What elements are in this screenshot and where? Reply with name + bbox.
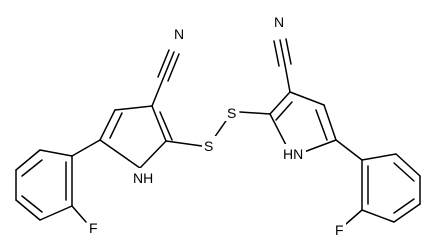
right-fluorophenyl-ring	[335, 139, 421, 225]
bond	[279, 39, 286, 66]
bond	[15, 149, 41, 171]
bond	[71, 139, 101, 157]
atom-label-N-right: N	[274, 14, 284, 30]
bond	[21, 159, 43, 177]
bond	[275, 101, 293, 121]
right-pyrrole-ring	[239, 91, 337, 153]
bond	[99, 109, 116, 141]
atom-label-F-right: F	[335, 222, 344, 238]
bond	[323, 104, 337, 141]
bond	[15, 199, 41, 221]
bond	[335, 139, 363, 161]
bond	[99, 139, 141, 169]
bond	[71, 205, 87, 223]
bond	[114, 105, 153, 111]
bond	[21, 195, 43, 213]
bond	[139, 140, 167, 169]
bond	[39, 149, 73, 157]
left-nitrile-group	[151, 49, 180, 107]
bond	[39, 205, 73, 221]
bond	[393, 203, 421, 223]
bond	[162, 51, 175, 80]
bond	[393, 198, 415, 214]
bond	[315, 109, 328, 141]
atom-label-N-left: N	[174, 26, 184, 42]
right-nitrile-group	[273, 38, 292, 93]
bond	[345, 209, 363, 225]
bond	[109, 112, 123, 139]
atom-label-S-right: S	[227, 105, 236, 121]
bond	[303, 139, 337, 153]
left-fluorophenyl-ring	[15, 139, 101, 223]
atom-label-S-left: S	[204, 138, 213, 154]
bond	[151, 105, 167, 142]
atom-label-NH-right: HN	[283, 146, 303, 162]
bond	[269, 113, 287, 146]
bond	[239, 111, 271, 115]
bond	[167, 53, 180, 82]
atom-label-NH-left: NH	[133, 170, 153, 186]
bond	[289, 91, 325, 106]
bond	[395, 153, 421, 177]
left-pyrrole-ring	[99, 105, 173, 169]
bond	[165, 140, 203, 147]
bond	[273, 40, 280, 67]
bond	[269, 91, 291, 115]
bond	[159, 111, 173, 141]
bond	[393, 162, 415, 182]
bond	[285, 38, 292, 65]
bond	[284, 64, 291, 93]
atom-labels: N N S S NH HN F F	[88, 12, 346, 238]
disulfide-bond	[213, 117, 229, 139]
bond	[361, 153, 397, 161]
bond	[157, 49, 170, 78]
bond	[151, 78, 164, 107]
atom-label-F-left: F	[89, 220, 98, 236]
bond	[361, 209, 395, 223]
